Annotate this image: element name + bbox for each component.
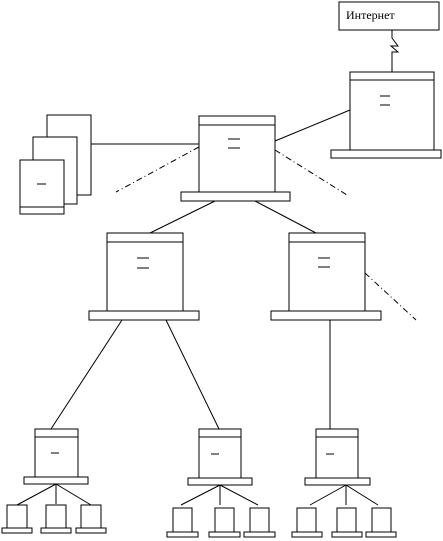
- server-icon: [106, 232, 184, 312]
- server-icon: [198, 115, 276, 193]
- workstation-icon: [45, 504, 67, 529]
- internet-box: [338, 1, 440, 31]
- bottom-server-2: [180, 428, 259, 506]
- server-base: [304, 477, 371, 486]
- workstation-group-2: [166, 507, 276, 538]
- server-icon: [288, 232, 366, 312]
- link-bottom-2: [165, 319, 220, 430]
- link-left-server: [149, 200, 216, 234]
- workstation-icon: [336, 507, 357, 533]
- mid-server-left: [88, 232, 200, 321]
- internet-label: Интернет: [346, 8, 395, 22]
- workstation-icon: [172, 507, 193, 533]
- link-bottom-1: [50, 319, 123, 430]
- central-server: [180, 115, 291, 202]
- link-gateway: [274, 109, 351, 142]
- server-icon: [198, 428, 242, 479]
- workstation-icon: [371, 507, 392, 533]
- workstation-icon: [296, 507, 317, 533]
- workstation-group-3: [291, 507, 397, 538]
- dashed-link: [364, 272, 417, 321]
- workstation-group-1: [1, 504, 107, 534]
- server-base: [88, 310, 200, 321]
- workstation-icon: [80, 504, 102, 529]
- workstation-icon: [214, 507, 235, 533]
- dashed-link: [115, 146, 200, 193]
- server-base: [270, 310, 382, 321]
- server-icon: [349, 71, 435, 151]
- server-base: [23, 476, 89, 485]
- internet-node: Интернет: [338, 1, 440, 31]
- server-icon: [315, 428, 359, 479]
- workstation-icon: [249, 507, 270, 533]
- gateway-server: [330, 71, 442, 159]
- stacked-storage-icon: [19, 114, 92, 215]
- zigzag-connection-icon: [389, 30, 400, 72]
- link-right-server: [254, 200, 317, 234]
- server-base: [187, 477, 253, 486]
- server-base: [330, 149, 442, 159]
- dashed-link: [274, 149, 348, 196]
- workstation-icon: [6, 504, 28, 529]
- bottom-server-1: [16, 428, 92, 506]
- server-base: [180, 191, 291, 202]
- mid-server-right: [270, 232, 382, 321]
- bottom-server-3: [304, 428, 379, 506]
